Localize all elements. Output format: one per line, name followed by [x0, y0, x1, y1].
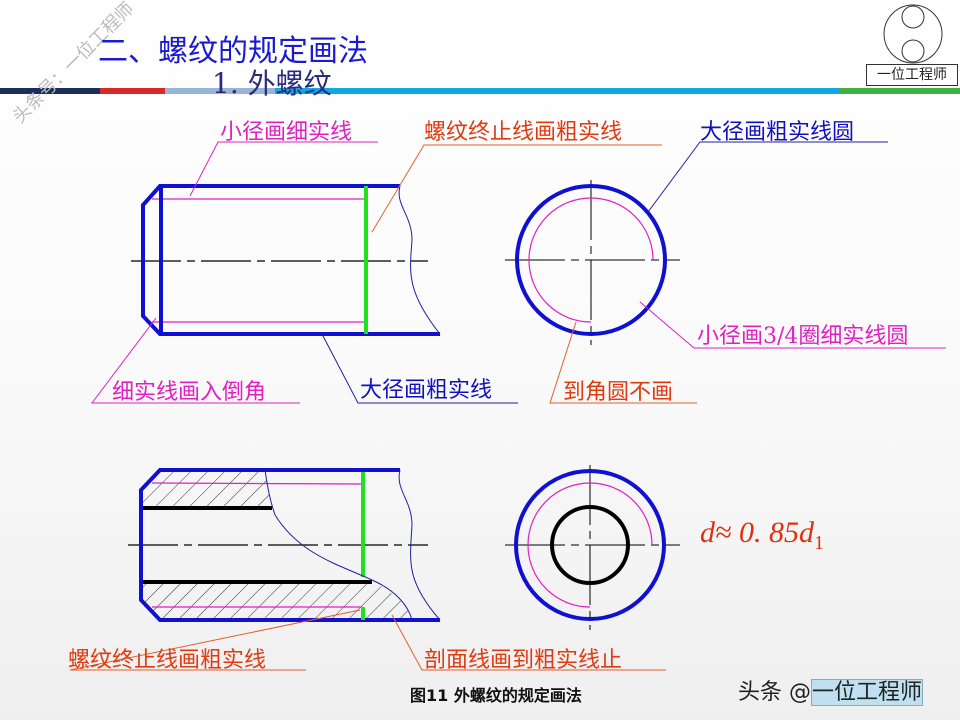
credit: 头条 @一位工程师	[738, 674, 924, 706]
leader-lines	[69, 141, 946, 671]
header-bar	[0, 88, 960, 94]
label-minor-thin: 小径画细实线	[220, 120, 353, 145]
logo-text: 一位工程师	[866, 64, 958, 86]
label-major-circle: 大径画粗实线圆	[700, 120, 855, 145]
label-hatch-to-thick: 剖面线画到粗实线止	[424, 648, 623, 673]
major-circle	[515, 184, 667, 336]
major-outline	[141, 184, 440, 336]
label-chamfer-circle-omit: 到角圆不画	[563, 380, 674, 405]
label-thread-end-thick-2: 螺纹终止线画粗实线	[68, 648, 267, 673]
thread-end-view	[505, 180, 680, 345]
formula: d≈ 0. 85d1	[700, 516, 824, 555]
label-chamfer-thin: 细实线画入倒角	[112, 380, 267, 405]
page-subtitle: 1. 外螺纹	[212, 67, 332, 100]
figure-caption: 图11 外螺纹的规定画法	[410, 686, 582, 705]
label-minor-34-circle: 小径画3/4圈细实线圆	[697, 324, 909, 349]
logo-seal-icon	[883, 4, 943, 64]
minor-arc	[528, 197, 654, 323]
credit-name: 一位工程师	[811, 679, 924, 706]
credit-prefix: 头条 @	[738, 680, 811, 705]
page-title: 二、螺纹的规定画法	[98, 34, 368, 69]
break-line	[398, 185, 441, 335]
thread-side-view	[131, 184, 441, 336]
formula-subscript: 1	[813, 532, 824, 554]
thread-end-view-2	[505, 465, 680, 630]
formula-main: d≈ 0. 85d	[700, 516, 814, 549]
label-major-thick: 大径画粗实线	[360, 378, 493, 403]
thread-section-view	[128, 468, 441, 622]
label-thread-end-thick: 螺纹终止线画粗实线	[424, 120, 623, 145]
